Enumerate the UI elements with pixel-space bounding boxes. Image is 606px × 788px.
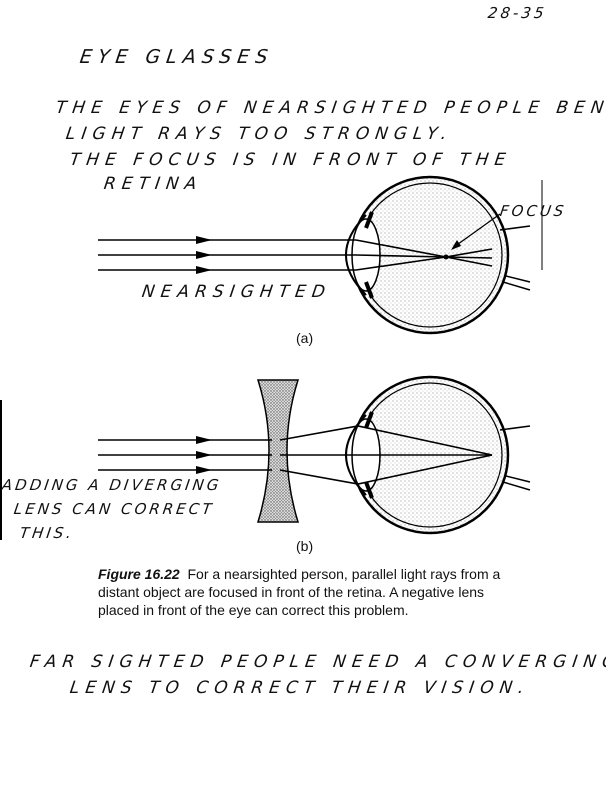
- focus-arrow-head: [451, 240, 461, 250]
- focus-arrow: [453, 213, 501, 248]
- caption-text: For a nearsighted person, parallel light…: [98, 566, 501, 618]
- diverging-note-3: THIS.: [18, 524, 76, 542]
- footer-note-1: FAR SIGHTED PEOPLE NEED A CONVERGING: [28, 652, 606, 672]
- rays-b: [98, 425, 493, 485]
- panel-label-b: (b): [296, 538, 314, 554]
- ray-arrows-a: [196, 236, 212, 274]
- footer-note-2: LENS TO CORRECT THEIR VISION.: [68, 678, 532, 698]
- panel-label-a: (a): [296, 330, 314, 346]
- figure-caption: Figure 16.22 For a nearsighted person, p…: [98, 565, 510, 619]
- focus-label: FOCUS: [498, 202, 568, 220]
- diverging-note-2: LENS CAN CORRECT: [12, 500, 216, 518]
- nearsighted-label: NEARSIGHTED: [140, 282, 333, 302]
- ray-arrows-b: [196, 436, 212, 474]
- diverging-lens: [256, 379, 300, 523]
- diverging-note-1: ADDING A DIVERGING: [0, 476, 223, 494]
- figure-number: Figure 16.22: [98, 566, 180, 582]
- focus-point: [443, 254, 449, 260]
